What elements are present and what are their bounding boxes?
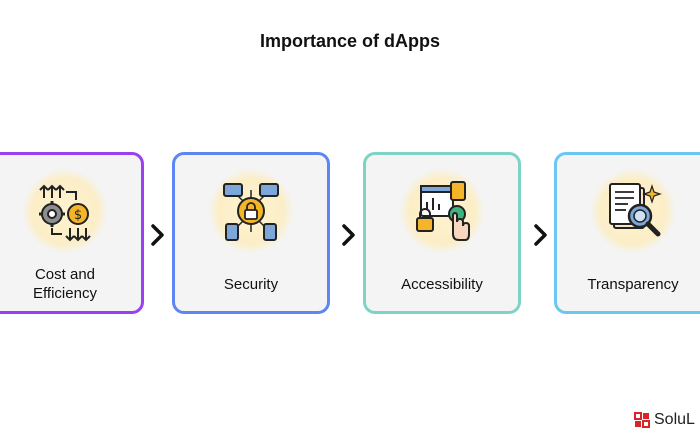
brand-text: SoluL <box>654 411 695 428</box>
step-card-accessibility: Accessibility <box>363 152 521 314</box>
svg-text:$: $ <box>74 208 82 223</box>
step-card-cost-efficiency: $ Cost and Efficiency <box>0 152 144 314</box>
step-card-transparency: Transparency <box>554 152 700 314</box>
brand-logo: SoluL <box>634 409 695 431</box>
chevron-right-icon <box>534 224 547 246</box>
solulab-logo-icon <box>634 412 650 428</box>
chevron-right-icon <box>151 224 164 246</box>
step-card-security: Security <box>172 152 330 314</box>
step-label: Cost and Efficiency <box>33 266 97 302</box>
step-label: Transparency <box>587 275 679 293</box>
step-label: Accessibility <box>401 275 483 293</box>
diagram-title: Importance of dApps <box>259 31 440 51</box>
chevron-right-icon <box>342 224 355 246</box>
transparency-search-icon <box>591 169 675 253</box>
step-label: Security <box>223 275 279 293</box>
security-lock-icon <box>209 169 293 253</box>
cost-efficiency-icon: $ <box>23 169 107 253</box>
accessibility-touch-icon <box>400 169 484 253</box>
